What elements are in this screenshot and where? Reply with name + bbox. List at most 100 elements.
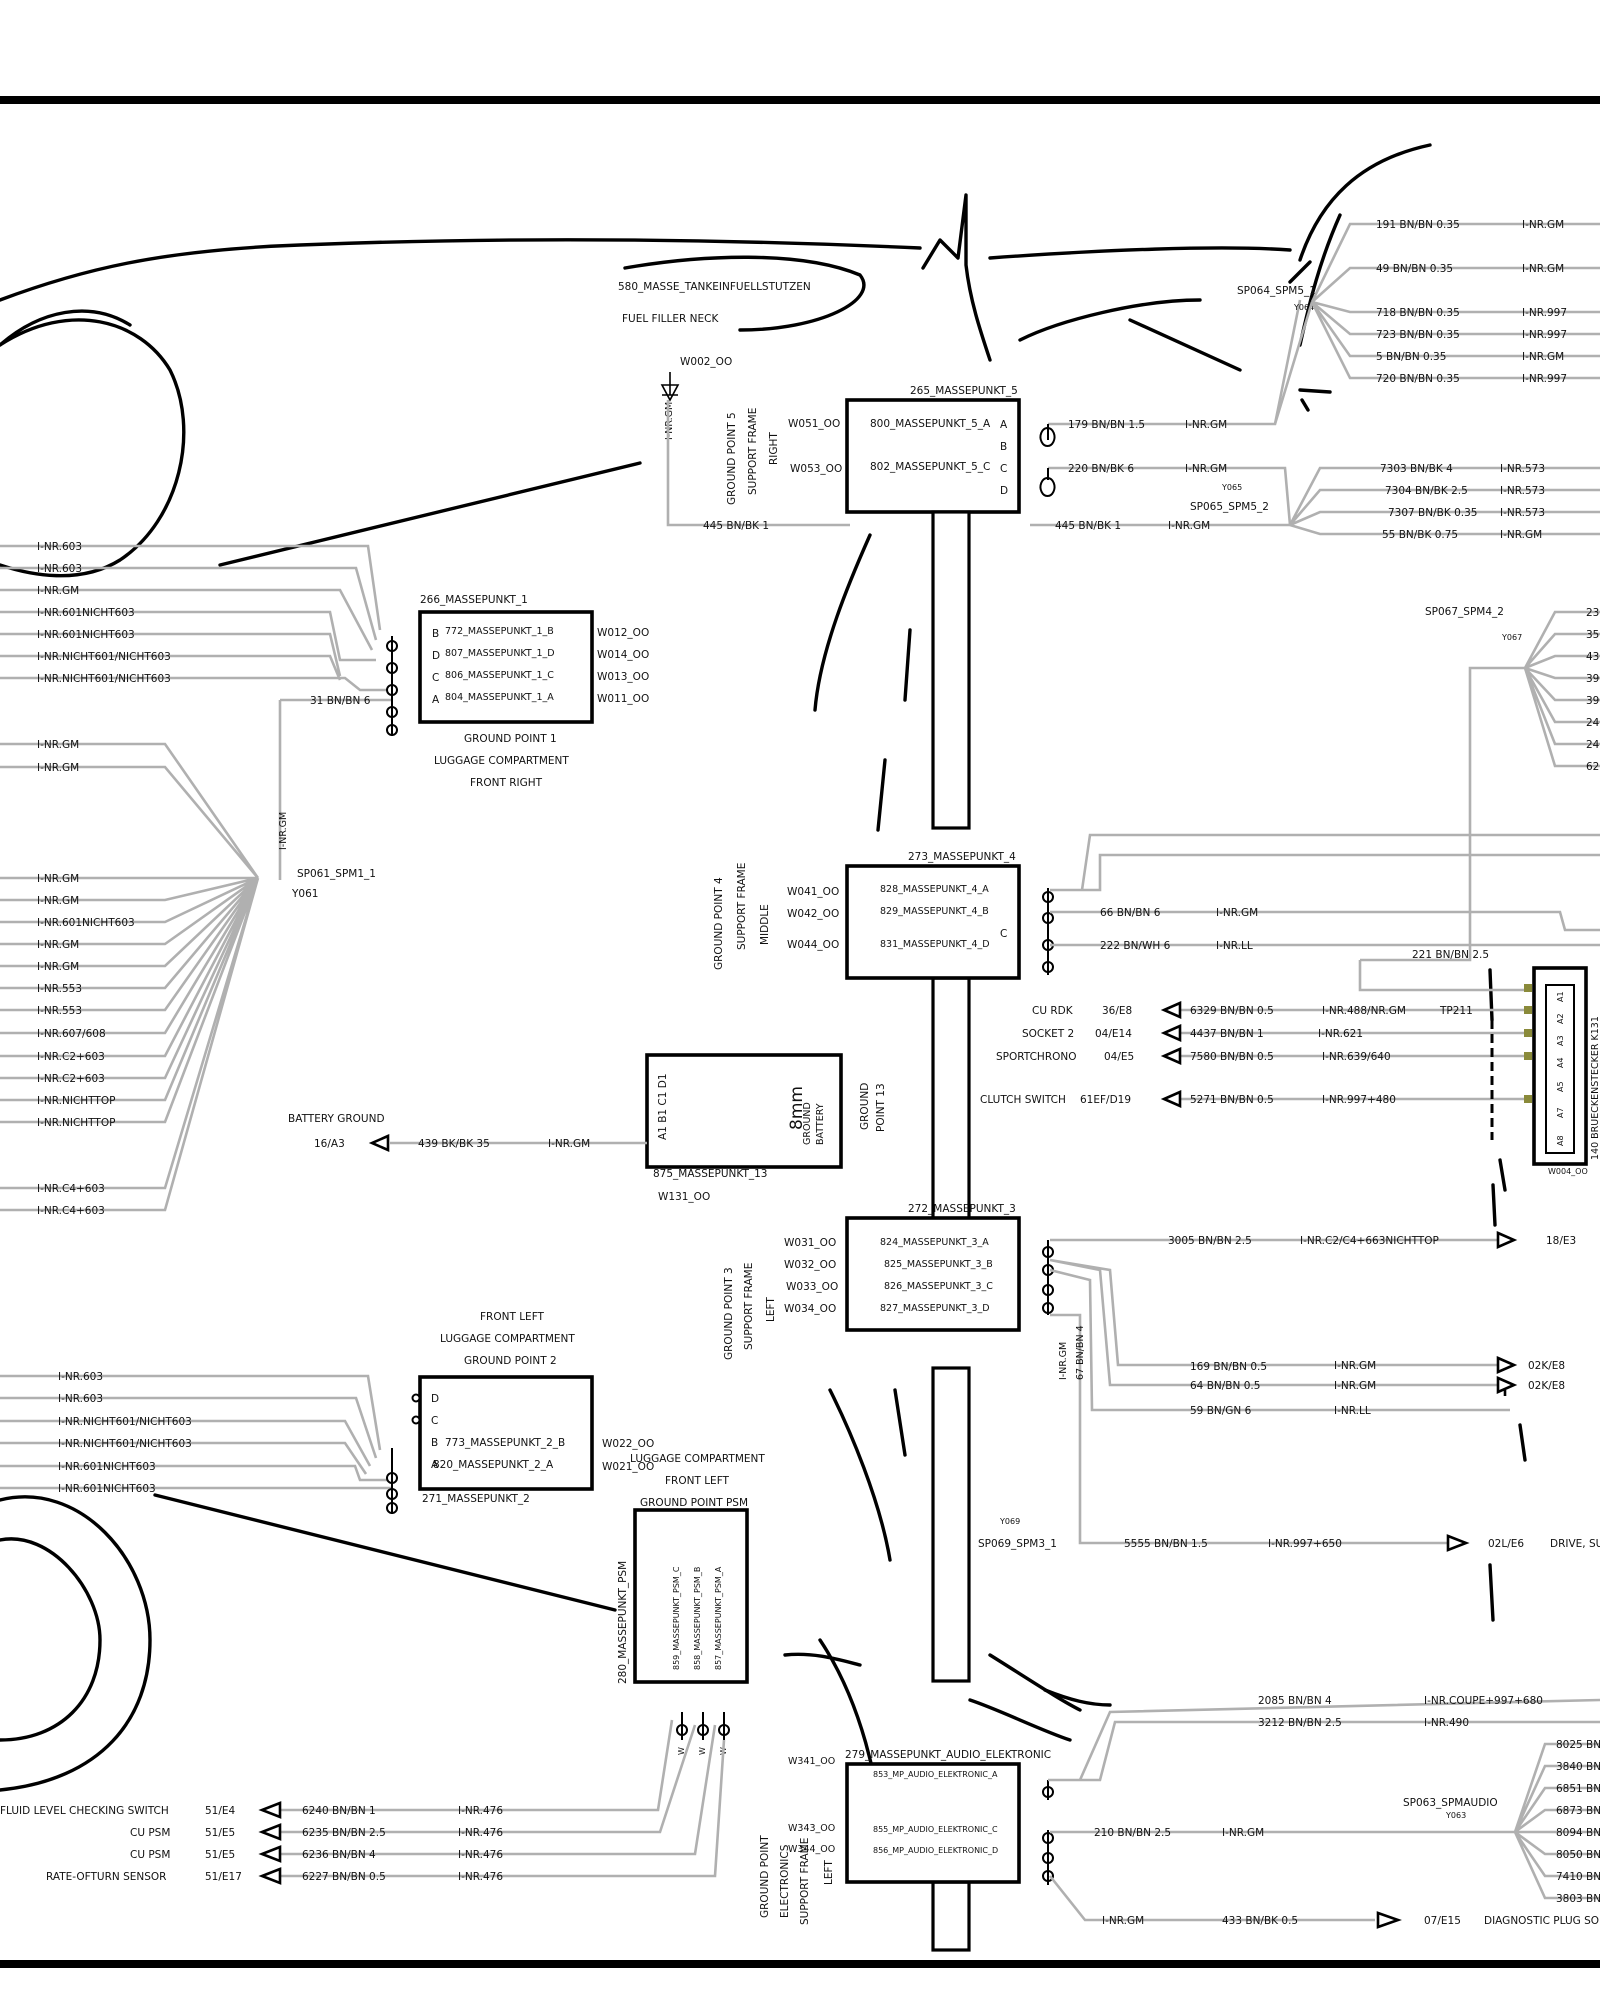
- gp13-w: W131_OO: [658, 1191, 710, 1203]
- gp4-wires[interactable]: [1050, 833, 1600, 947]
- connector-arrow-icon[interactable]: [258, 1801, 282, 1819]
- sp063-wires[interactable]: [1513, 1742, 1600, 1900]
- wire-66-label: 66 BN/BN 6: [1100, 907, 1161, 919]
- sp069-label: SP069_SPM3_1: [978, 1538, 1057, 1550]
- gp4-lugs[interactable]: [1042, 888, 1054, 975]
- sp067-wires[interactable]: [1468, 610, 1600, 825]
- gp2-lugs[interactable]: [386, 1448, 398, 1514]
- sp065-wire: 55 BN/BK 0.75: [1382, 529, 1458, 541]
- wire-445-left[interactable]: [666, 400, 850, 527]
- gp1-box[interactable]: [418, 610, 594, 724]
- conn-wire: 6329 BN/BN 0.5: [1190, 1005, 1274, 1017]
- sp061-row: I-NR.607/608: [37, 1028, 106, 1040]
- connector-arrow-icon[interactable]: [1160, 1090, 1182, 1108]
- gp13-ground: GROUND: [802, 1102, 813, 1145]
- gp1-lug-stack[interactable]: [386, 636, 398, 736]
- connector-arrow-icon[interactable]: [368, 1134, 390, 1152]
- sp064-wire: 720 BN/BN 0.35: [1376, 373, 1460, 385]
- connector-arrow-icon[interactable]: [258, 1845, 282, 1863]
- gp1-left-label: I-NR.NICHT601/NICHT603: [37, 673, 171, 685]
- wire-179-inr: I-NR.GM: [1185, 419, 1227, 431]
- audio-wires[interactable]: [1048, 1698, 1600, 1922]
- sp061-row: I-NR.GM: [37, 939, 79, 951]
- audio-side: SUPPORT FRAME: [799, 1838, 811, 1925]
- sp064-wire: 723 BN/BN 0.35: [1376, 329, 1460, 341]
- gp5-letter-c: C: [1000, 463, 1007, 475]
- wire-221[interactable]: [1358, 825, 1530, 992]
- sp067-row: 39: [1586, 673, 1599, 685]
- gp13-box[interactable]: [645, 1053, 843, 1169]
- sp069-sub: Y069: [999, 1517, 1020, 1526]
- sp061-row: I-NR.C4+603: [37, 1183, 105, 1195]
- gp4-w: W044_OO: [787, 939, 839, 951]
- k131-pin: A3: [1556, 1035, 1565, 1046]
- bottom-frame-bar: [0, 1960, 1600, 1968]
- gp2-title: 271_MASSEPUNKT_2: [422, 1493, 530, 1505]
- gp3-box[interactable]: [845, 1216, 1021, 1332]
- connector-arrow-icon[interactable]: [1496, 1356, 1518, 1374]
- frame-rails: [931, 510, 971, 1952]
- wire-179[interactable]: [1048, 299, 1302, 426]
- sp063-label: SP063_SPMAUDIO: [1403, 1797, 1498, 1809]
- audio-side: ELECTRONICS: [779, 1844, 791, 1918]
- gp3-w: W034_OO: [784, 1303, 836, 1315]
- splice-sp063: SP063_SPMAUDIO Y063 8025 BN 3840 BN 6851…: [1403, 1739, 1600, 1905]
- sp065-wire: 7304 BN/BK 2.5: [1385, 485, 1468, 497]
- gp1-left-label: I-NR.601NICHT603: [37, 629, 135, 641]
- gp4-w: W041_OO: [787, 886, 839, 898]
- audio-pin: 853_MP_AUDIO_ELEKTRONIC_A: [873, 1770, 998, 1779]
- gp3-w: W031_OO: [784, 1237, 836, 1249]
- gp3-side: LEFT: [765, 1297, 777, 1322]
- k131-pin: A8: [1556, 1135, 1565, 1146]
- gp5-lug-a[interactable]: [1039, 424, 1056, 447]
- connector-arrow-icon[interactable]: [1160, 1047, 1182, 1065]
- audio-box[interactable]: [845, 1762, 1021, 1884]
- sp064-wire: 191 BN/BN 0.35: [1376, 219, 1460, 231]
- connector-arrow-icon[interactable]: [1376, 1911, 1402, 1929]
- wire-64-label: 64 BN/BN 0.5: [1190, 1380, 1260, 1392]
- sp064-wire: 49 BN/BN 0.35: [1376, 263, 1453, 275]
- psm-caption: LUGGAGE COMPARTMENT: [630, 1453, 765, 1465]
- connector-arrow-icon[interactable]: [1160, 1001, 1182, 1019]
- sp064-wires[interactable]: [1273, 222, 1600, 425]
- audio-lugs[interactable]: [1042, 1780, 1054, 1885]
- connector-arrow-icon[interactable]: [1496, 1231, 1518, 1249]
- sp063-row: 7410 BN: [1556, 1871, 1600, 1883]
- wire-220[interactable]: [1048, 466, 1292, 526]
- rail-upper: [931, 510, 971, 830]
- psm-wires[interactable]: [275, 1719, 726, 1878]
- connector-arrow-icon[interactable]: [1496, 1376, 1518, 1396]
- connector-arrow-icon[interactable]: [258, 1867, 282, 1885]
- ground-terminal-icon[interactable]: [660, 372, 680, 402]
- gp3-lugs[interactable]: [1042, 1240, 1054, 1315]
- gp2-box[interactable]: [418, 1375, 594, 1491]
- wire-222-inr: I-NR.LL: [1216, 940, 1253, 952]
- sp061-wires[interactable]: [0, 742, 260, 1212]
- gp5-lug-c[interactable]: [1039, 468, 1056, 497]
- psm-title: 280_MASSEPUNKT_PSM: [617, 1561, 629, 1684]
- gp5-box[interactable]: [845, 398, 1021, 514]
- connector-arrow-icon[interactable]: [258, 1823, 282, 1841]
- conn-wire: 4437 BN/BN 1: [1190, 1028, 1264, 1040]
- bl-wire: 6235 BN/BN 2.5: [302, 1827, 386, 1839]
- gp1-letter: C: [432, 672, 439, 684]
- gp3-pin: 825_MASSEPUNKT_3_B: [884, 1259, 993, 1270]
- sp065-wires[interactable]: [1288, 466, 1600, 536]
- conn-wires[interactable]: [1175, 1008, 1530, 1101]
- psm-lugs[interactable]: [676, 1712, 730, 1740]
- sp063-row: 3803 BN: [1556, 1893, 1600, 1905]
- bottom-left-connectors: FLUID LEVEL CHECKING SWITCH 51/E4 6240 B…: [0, 1801, 503, 1885]
- gp4-box[interactable]: [845, 864, 1021, 980]
- connector-arrow-icon[interactable]: [1160, 1024, 1182, 1042]
- gp3-wires[interactable]: [1049, 1238, 1510, 1545]
- gp2-left-wires[interactable]: [0, 1374, 392, 1490]
- sp067-sub: Y067: [1501, 633, 1522, 642]
- gp2-left-label: I-NR.601NICHT603: [58, 1483, 156, 1495]
- connector-arrow-icon[interactable]: [1446, 1534, 1470, 1552]
- psm-box[interactable]: [633, 1508, 749, 1684]
- gp1-left-wires[interactable]: [0, 544, 388, 692]
- wire-5555-inr: I-NR.997+650: [1268, 1538, 1342, 1550]
- rail-bottom: [931, 1880, 971, 1952]
- wire-31[interactable]: [278, 698, 392, 880]
